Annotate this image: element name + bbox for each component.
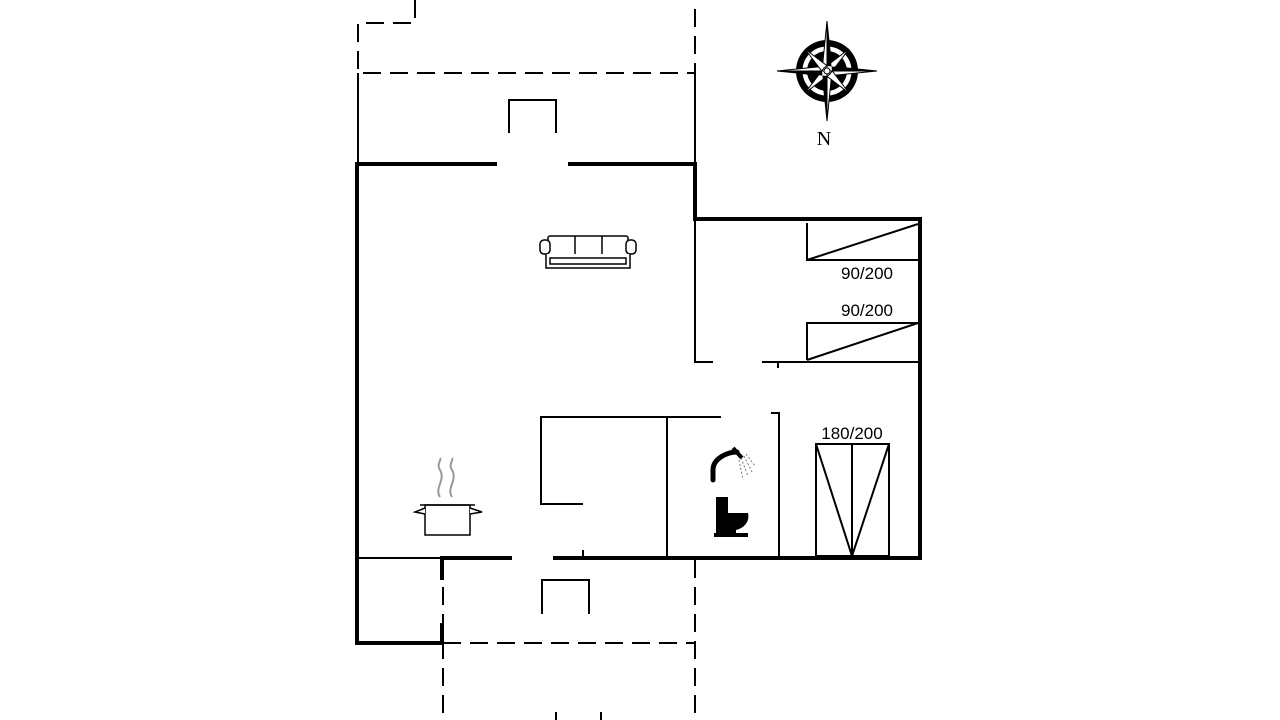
bed-3-label: 180/200 bbox=[821, 424, 882, 443]
cooking-pot-icon bbox=[412, 457, 483, 536]
step-bottom bbox=[541, 579, 590, 614]
bed-3: 180/200 bbox=[815, 424, 890, 560]
interior-walls bbox=[358, 219, 920, 559]
step-top bbox=[508, 99, 557, 133]
compass-north-label: N bbox=[817, 128, 831, 150]
thin-lines bbox=[357, 73, 696, 720]
sofa-icon bbox=[539, 235, 637, 269]
bed-2: 90/200 bbox=[806, 301, 919, 361]
bed-1-label: 90/200 bbox=[841, 264, 893, 283]
compass-rose-icon bbox=[776, 20, 878, 122]
dashed-outlines bbox=[357, 0, 696, 720]
bed-1: 90/200 bbox=[806, 223, 919, 283]
shower-icon bbox=[710, 446, 756, 483]
toilet-icon bbox=[714, 497, 749, 537]
bed-2-label: 90/200 bbox=[841, 301, 893, 320]
outer-walls bbox=[355, 162, 922, 645]
